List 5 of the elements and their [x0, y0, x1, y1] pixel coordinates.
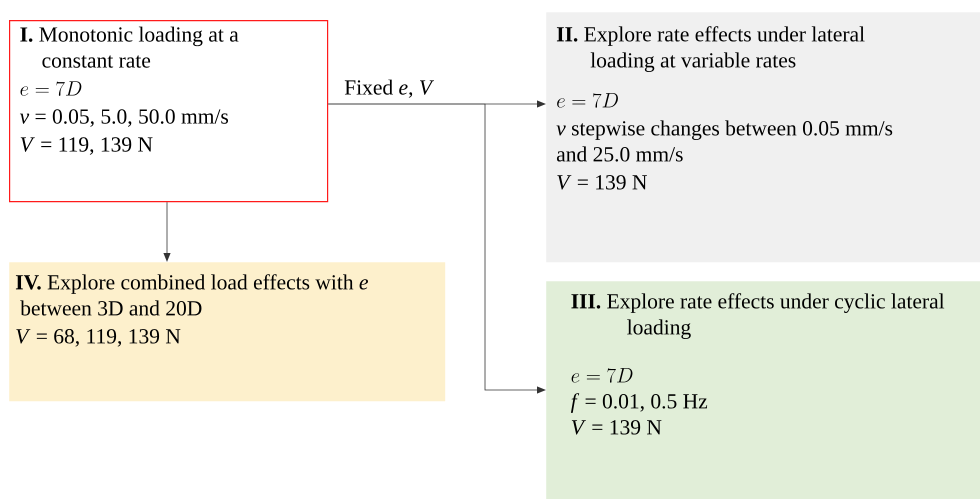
process-box: I. Monotonic loading at a constant rate $e = 7D$ v = 0.05, 5.0, 50.0 mm/s V = 119, 139 N	[9, 20, 328, 202]
edge-label: Fixed e, V	[344, 80, 434, 98]
process-box: III. Explore rate effects under cyclic lateral loading $e = 7D$ f = 0.01, 0.5 Hz V = 139 N	[546, 281, 980, 499]
process-box: II. Explore rate effects under lateral loading at variable rates $e = 7D$ v stepwise changes between 0.05 mm/s and 25.0 mm/s V = 139 N	[546, 12, 980, 262]
process-box: IV. Explore combined load effects with e between 3D and 20D V = 68, 119, 139 N	[9, 262, 446, 402]
